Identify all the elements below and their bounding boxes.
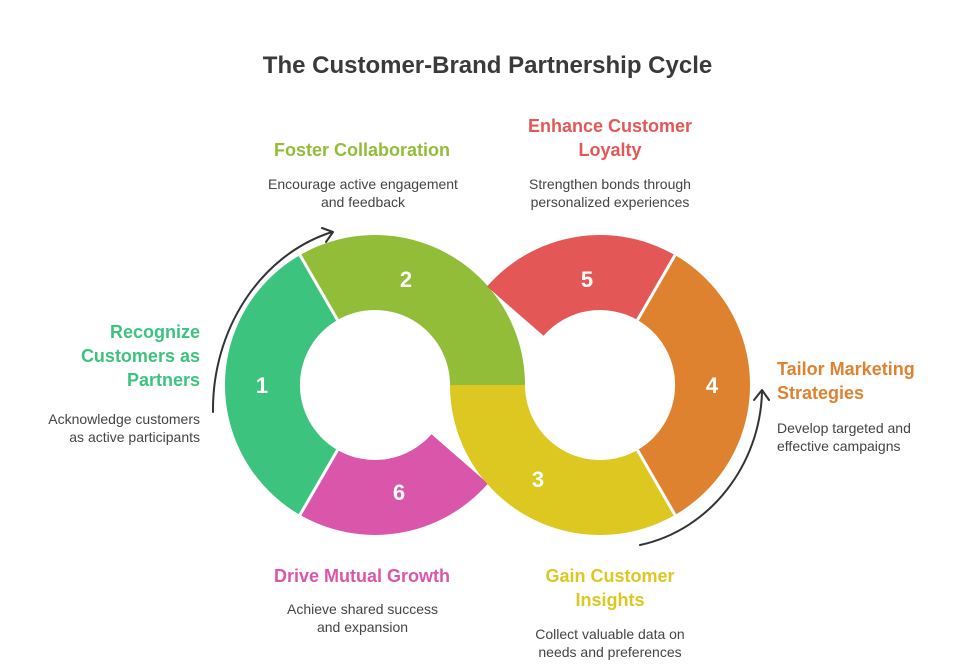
flow-arrow-right-icon — [639, 389, 770, 546]
segment-1 — [225, 255, 338, 515]
step-number-6: 6 — [393, 480, 405, 505]
step-number-3: 3 — [532, 467, 544, 492]
step-4-description: Develop targeted and effective campaigns — [777, 420, 911, 454]
step-1-label: Recognize Customers as Partners — [80, 322, 200, 390]
flow-arrow-left-icon — [211, 227, 334, 413]
segment-dividers — [298, 254, 677, 516]
step-3-description: Collect valuable data on needs and prefe… — [535, 626, 685, 660]
step-number-1: 1 — [256, 373, 268, 398]
step-5-label: Enhance Customer Loyalty — [527, 116, 693, 160]
step-number-4: 4 — [706, 373, 719, 398]
segment-6 — [300, 434, 488, 535]
step-3-label: Gain Customer Insights — [545, 566, 675, 610]
segment-2 — [300, 235, 525, 385]
step-number-5: 5 — [581, 267, 593, 292]
step-5-description: Strengthen bonds through personalized ex… — [529, 176, 691, 210]
step-number-2: 2 — [400, 267, 412, 292]
segment-4 — [637, 255, 750, 515]
step-6-description: Achieve shared success and expansion — [287, 601, 438, 635]
segment-5 — [487, 235, 675, 336]
step-4-label: Tailor Marketing Strategies — [777, 359, 915, 403]
diagram-title: The Customer-Brand Partnership Cycle — [262, 52, 713, 79]
segment-3 — [450, 385, 675, 535]
step-1-description: Acknowledge customers as active particip… — [48, 411, 200, 445]
step-2-description: Encourage active engagement and feedback — [268, 176, 458, 210]
step-2-label: Foster Collaboration — [273, 140, 450, 160]
step-6-label: Drive Mutual Growth — [273, 566, 450, 586]
